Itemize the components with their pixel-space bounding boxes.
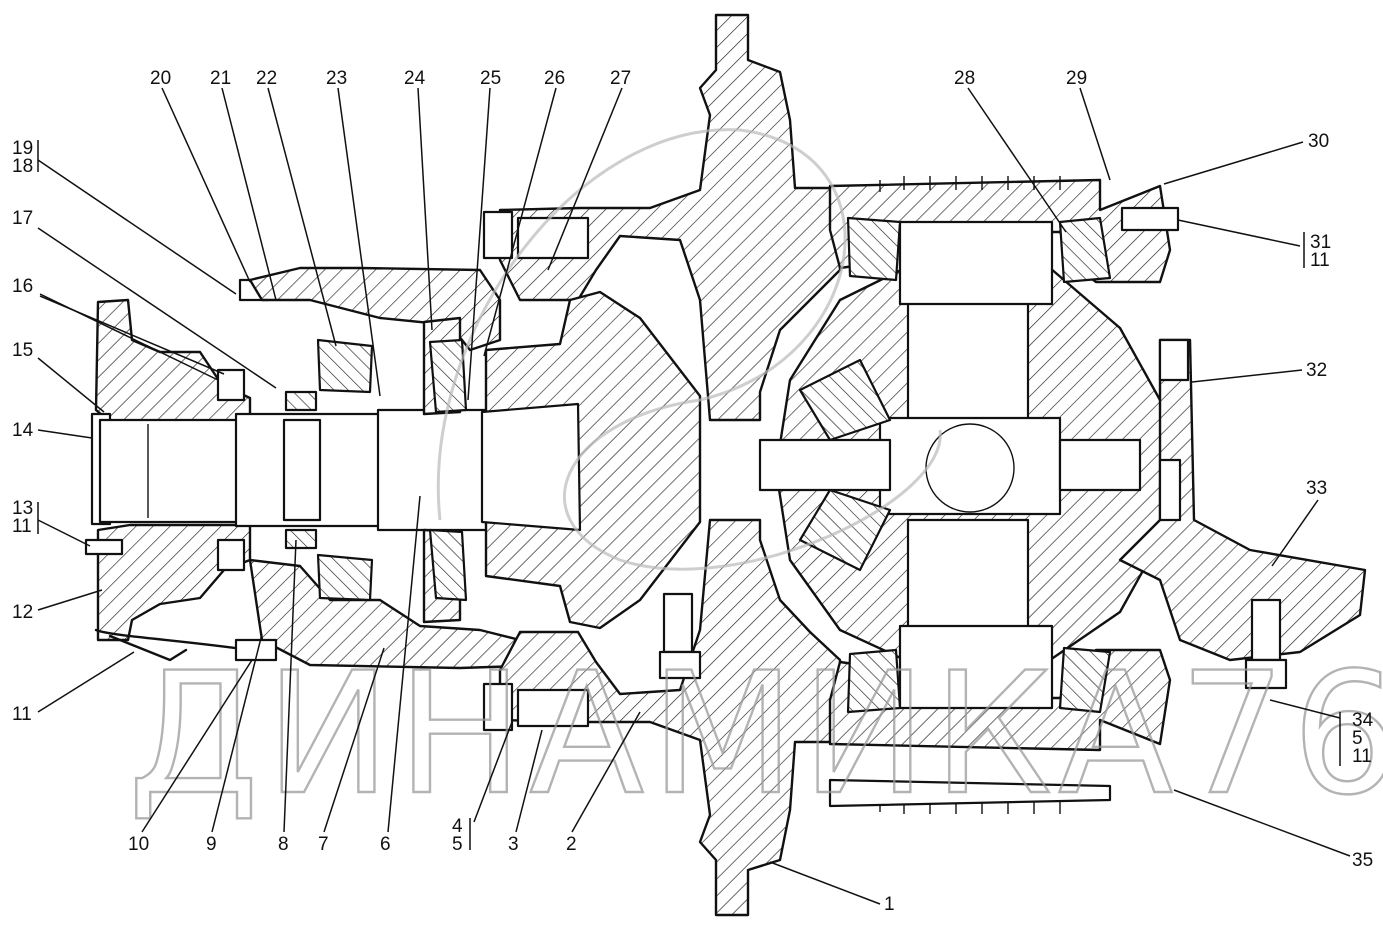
callout-11-left: 11 [12,516,32,537]
bottom-bearing-cap [828,624,1172,814]
callout-35: 35 [1352,850,1373,871]
callout-13: 13 [12,498,33,519]
callout-9: 9 [206,834,217,855]
callout-24: 24 [404,68,426,89]
callout-5-right: 5 [1352,728,1363,749]
callout-14: 14 [12,420,34,441]
callout-7: 7 [318,834,329,855]
callout-34: 34 [1352,710,1374,731]
leader-lines [37,87,1351,905]
callout-5-bottom: 5 [452,834,463,855]
right-ring-gear [658,338,1367,690]
callout-30: 30 [1308,131,1329,152]
watermark-text: ДИНАМИКА76 [128,636,1383,832]
callout-8: 8 [278,834,289,855]
callout-1: 1 [884,894,895,915]
callout-26: 26 [544,68,565,89]
callout-11-pipe: 11 [12,704,32,725]
callout-4: 4 [452,816,463,837]
callout-27: 27 [610,68,631,89]
differential-case [758,266,1172,662]
callout-28: 28 [954,68,975,89]
oil-pipe [94,628,278,662]
callout-11-right-bottom: 11 [1352,746,1372,767]
callout-29: 29 [1066,68,1087,89]
callout-18: 18 [12,156,33,177]
callout-labels: 20 21 22 23 24 25 26 27 28 29 30 19 18 1… [12,68,1374,915]
callout-11-right-top: 11 [1310,250,1330,271]
callout-15: 15 [12,340,33,361]
callout-20: 20 [150,68,171,89]
callout-31: 31 [1310,232,1331,253]
watermark-logo-curve [436,128,942,571]
callout-19: 19 [12,138,33,159]
callout-25: 25 [480,68,501,89]
callout-17: 17 [12,208,33,229]
callout-23: 23 [326,68,347,89]
callout-12: 12 [12,602,33,623]
callout-32: 32 [1306,360,1327,381]
input-shaft [98,408,490,532]
callout-16: 16 [12,276,33,297]
callout-2: 2 [566,834,577,855]
bevel-pinion [428,290,702,630]
callout-3: 3 [508,834,519,855]
callout-6: 6 [380,834,391,855]
callout-10: 10 [128,834,149,855]
top-bearing-cap [828,176,1180,306]
callout-21: 21 [210,68,231,89]
callout-33: 33 [1306,478,1327,499]
callout-22: 22 [256,68,277,89]
